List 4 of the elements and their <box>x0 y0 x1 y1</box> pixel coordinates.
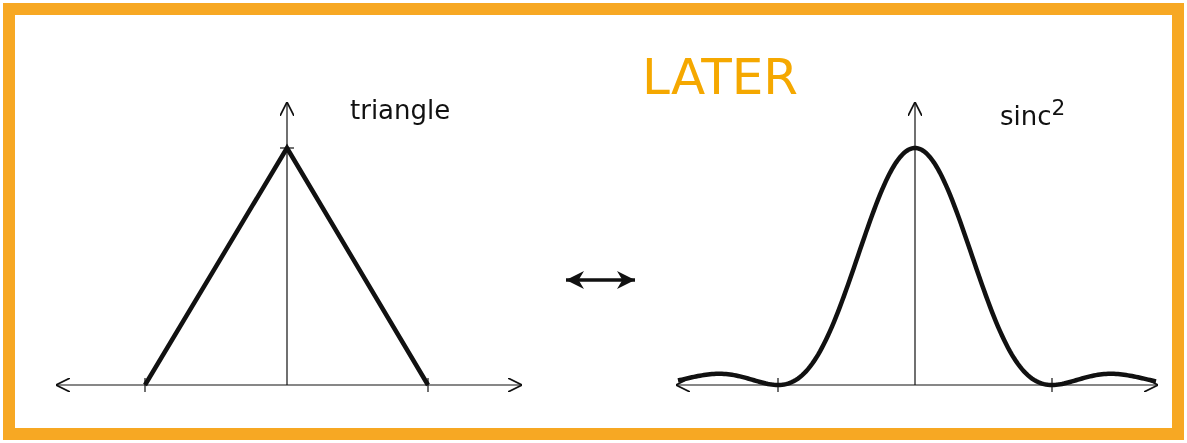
plot-label: triangle <box>350 95 451 125</box>
title: LATER <box>640 48 800 106</box>
double-arrow <box>566 271 635 289</box>
plot-label: sinc$^{2}$ <box>1000 95 1066 131</box>
